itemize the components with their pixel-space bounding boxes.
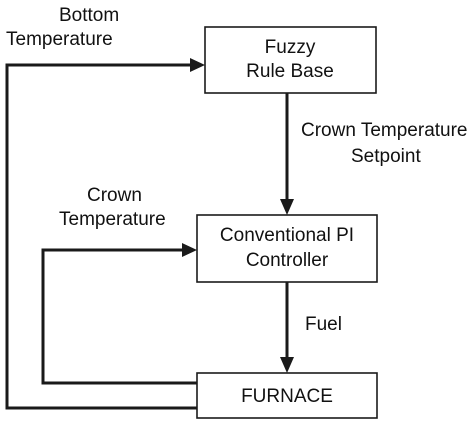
setpoint-arrow xyxy=(280,93,294,215)
fuzzy-rule-base-label-line2: Rule Base xyxy=(246,61,334,82)
bottom-temperature-arrowhead xyxy=(190,58,205,72)
setpoint-arrowhead xyxy=(280,199,294,215)
crown-setpoint-label-line2: Setpoint xyxy=(351,146,421,167)
fuel-arrowhead xyxy=(280,357,294,373)
furnace-label: FURNACE xyxy=(241,386,333,407)
pi-controller-label-line1: Conventional PI xyxy=(220,225,354,246)
fuzzy-rule-base-label-line1: Fuzzy xyxy=(265,37,316,58)
fuel-arrow xyxy=(280,282,294,373)
pi-controller-box xyxy=(196,214,378,283)
bottom-temperature-feedback xyxy=(5,58,205,410)
fuzzy-rule-base-box xyxy=(204,26,377,94)
crown-temperature-feedback-line xyxy=(41,248,197,385)
fuel-label: Fuel xyxy=(305,314,342,335)
crown-temperature-label-line1: Crown xyxy=(87,185,142,206)
bottom-temperature-feedback-line xyxy=(5,63,197,410)
bottom-temperature-label-line2: Temperature xyxy=(6,29,113,50)
pi-controller-label-line2: Controller xyxy=(246,250,329,271)
fuzzy-rule-base-block: Fuzzy Rule Base xyxy=(204,26,377,94)
crown-temperature-arrowhead xyxy=(182,243,197,257)
crown-temperature-label-line2: Temperature xyxy=(59,209,166,230)
furnace-block: FURNACE xyxy=(196,372,378,419)
crown-temperature-feedback xyxy=(41,243,197,385)
pi-controller-block: Conventional PI Controller xyxy=(196,214,378,283)
crown-setpoint-label-line1: Crown Temperature xyxy=(301,120,468,141)
bottom-temperature-label-line1: Bottom xyxy=(59,5,119,26)
